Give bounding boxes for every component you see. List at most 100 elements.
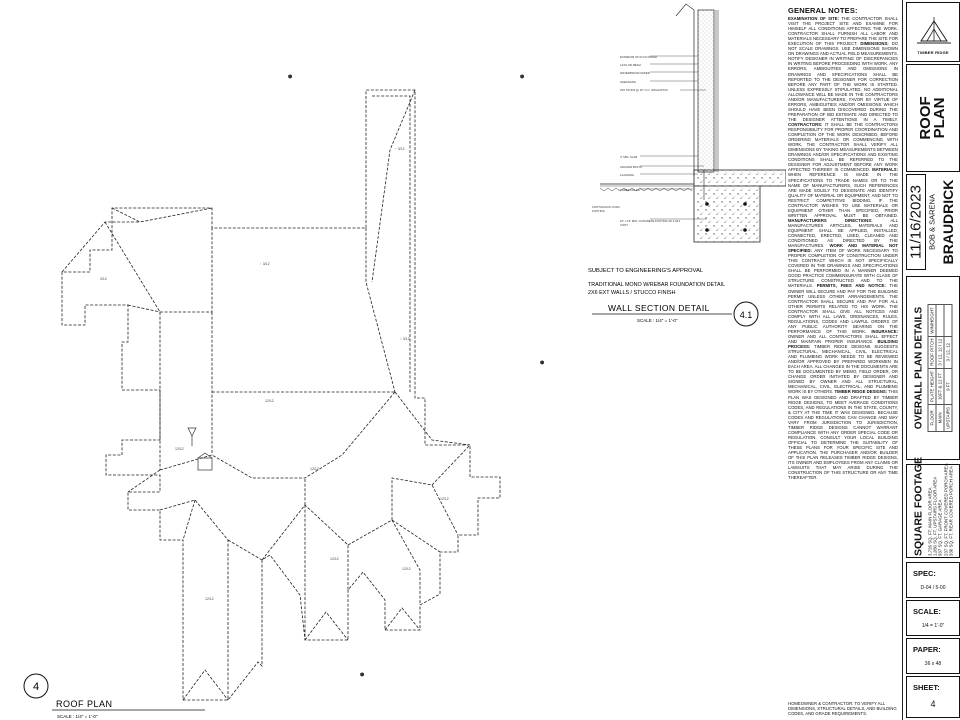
note-label: PERMITS, FEES AND NOTICE: (816, 283, 886, 289)
note-label: EXAMINATION OF SITE: (788, 16, 839, 21)
note-text: IT SHALL BE THE CONTRACTORS RESPONSIBILI… (788, 121, 898, 173)
svg-text:⊕: ⊕ (288, 74, 292, 80)
svg-text:2X6 STUDS @ 16" O.C. INSULATIO: 2X6 STUDS @ 16" O.C. INSULATION (620, 88, 668, 92)
paper-value: 36 x 48 (924, 661, 942, 667)
plan-details-cell: WIN/HEIGHT (928, 304, 936, 337)
roof-plan-detail-number: 4 (33, 681, 39, 693)
plan-details-cell: 3 / 12, 12 / 12 (936, 336, 944, 369)
note-paragraph: DIMENSIONS: DO NOT SCALE DRAWINGS. USE D… (788, 41, 898, 122)
general-notes-body: EXAMINATION OF SITE: THE CONTRACTOR SHAL… (788, 16, 898, 480)
svg-text:CONT: CONT (620, 223, 628, 227)
wall-section-engineering-note: SUBJECT TO ENGINEERING'S APPROVAL (588, 268, 704, 274)
svg-text:12/12: 12/12 (205, 597, 214, 601)
square-footage-box: SQUARE FOOTAGE 3,726 SQ. FT. MAIN FLOOR … (906, 457, 960, 558)
note-label: MANUFACTURERS DIRECTIONS: (788, 217, 873, 223)
svg-text:WATERPROOF PAPER: WATERPROOF PAPER (620, 71, 650, 75)
note-label: DIMENSIONS: (860, 41, 889, 47)
svg-text:LATH OR MESH: LATH OR MESH (620, 63, 641, 67)
plan-details-cell: 10FT & 12 FT (936, 368, 944, 405)
sheet-number: 4 (930, 699, 936, 709)
note-label: MATERIALS: (872, 167, 898, 173)
roof-outline (61, 89, 501, 701)
plan-details-cell: 9 FT (944, 368, 952, 405)
plan-date: 11/16/2023 (907, 185, 925, 259)
slope-labels: ↑ 3/12 ↑ 3/12 ↑ 3/12 3/12 12/12 12/12 12… (100, 147, 449, 601)
svg-text:THREE FILLER: THREE FILLER (620, 188, 640, 192)
note-text: TIMBER RIDGE DESIGNS SUGGESTS STRUCTURAL… (788, 344, 898, 395)
svg-text:12/12: 12/12 (175, 447, 184, 451)
logo-box: TIMBER RIDGE (906, 2, 960, 62)
svg-text:SHEATHING: SHEATHING (620, 80, 636, 84)
note-paragraph: MANUFACTURERS DIRECTIONS: ALL MANUFACTUR… (788, 218, 898, 248)
note-text: THE CONTRACTOR SHALL VISIT THE PROJECT S… (788, 16, 898, 47)
plan-details-title: OVERALL PLAN DETAILS (913, 306, 925, 430)
note-paragraph: BUILDING PROCESS: TIMBER RIDGE DESIGNS S… (788, 339, 898, 394)
svg-text:↑ 3/12: ↑ 3/12 (260, 262, 270, 266)
spec-value: D-04 / 5-00 (920, 585, 946, 591)
svg-text:4" MIN. SLAB: 4" MIN. SLAB (620, 155, 637, 159)
roof-plan-label: 4 ROOF PLAN SCALE : 1/4" = 1'-0" (23, 673, 205, 719)
note-text: THIS PLAN WAS DESIGNED AND DRAFTED BY TI… (788, 389, 898, 481)
svg-text:12/12: 12/12 (265, 399, 274, 403)
plan-details-cell: MAIN (936, 404, 944, 432)
svg-text:⊕: ⊕ (360, 672, 364, 678)
sheet-box: SHEET: 4 (906, 676, 960, 718)
sheet-title-word: PLAN (931, 97, 948, 139)
scale-label: SCALE: (913, 607, 941, 616)
svg-text:ANCHOR BOLTS: ANCHOR BOLTS (620, 165, 642, 169)
note-text: THE OWNER WILL SECURE AND PAY FOR THE BU… (788, 283, 898, 334)
square-footage-line: 336 SQ. FT. REAR COVERED PORCH AREA (948, 466, 954, 556)
svg-text:12/12: 12/12 (402, 567, 411, 571)
note-paragraph: MATERIALS: WHEN REFERENCE IS MADE IN THE… (788, 167, 898, 217)
paper-label: PAPER: (913, 645, 941, 654)
note-label: BUILDING PROCESS: (788, 339, 898, 350)
note-paragraph: EXAMINATION OF SITE: THE CONTRACTOR SHAL… (788, 16, 898, 46)
svg-text:⊕: ⊕ (540, 360, 544, 366)
plan-details-cell (936, 304, 944, 337)
svg-text:12/12: 12/12 (330, 557, 339, 561)
plan-details-cell: UPSTAIRS (944, 404, 952, 432)
plan-details-cell: PLATE HEIGHT (928, 368, 936, 405)
general-notes-title: GENERAL NOTES: (788, 6, 858, 15)
spec-box: SPEC: D-04 / 5-00 (906, 562, 960, 598)
note-label: INSURANCE: (871, 328, 898, 334)
wall-section-detail-bubble (733, 301, 759, 327)
note-text: DO NOT SCALE DRAWINGS. USE DIMENSIONS SH… (788, 41, 898, 122)
note-text: OWNER AND ALL CONTRACTORS SHALL EFFECT A… (788, 333, 898, 344)
wall-section-detail: EXTERIOR STUCCO FINISH LATH OR MESH WATE… (588, 3, 786, 327)
note-text: WHEN REFERENCE IS MADE IN THE SPECIFICAT… (788, 172, 898, 218)
square-footage-title: SQUARE FOOTAGE (912, 457, 925, 556)
note-paragraph: PERMITS, FEES AND NOTICE: THE OWNER WILL… (788, 283, 898, 333)
general-notes: GENERAL NOTES: EXAMINATION OF SITE: THE … (788, 6, 898, 716)
wall-section-caption-2: 2X6 EXT WALLS / STUCCO FINISH (588, 290, 676, 296)
client-last-name: BRAUDRICK (940, 179, 956, 265)
svg-text:3/12: 3/12 (100, 277, 107, 281)
svg-text:↑ 3/12: ↑ 3/12 (400, 337, 410, 341)
wall-section-title: WALL SECTION DETAIL (608, 303, 710, 313)
plan-details-cell: 3 / 12, 12 (944, 336, 952, 369)
roof-plan-drawing: ⊕ ⊕ ⊕ ⊕ ↑ 3/12 ↑ 3/12 ↑ 3/12 3/12 12/12 … (23, 3, 786, 719)
note-label: WORK AND MATERIAL NOT SPECIFIED: (788, 243, 898, 254)
note-paragraph: WORK AND MATERIAL NOT SPECIFIED: ANY ITE… (788, 243, 898, 288)
wall-section-detail-number: 4.1 (740, 310, 753, 320)
paper-box: PAPER: 36 x 48 (906, 638, 960, 674)
general-notes-footer: HOMEOWNER & CONTRACTOR: TO VERIFY ALL DI… (788, 700, 898, 716)
timber-ridge-logo-icon (917, 17, 951, 44)
note-label: TIMBER RIDGE DESIGNS: (834, 389, 888, 395)
vent-symbols: ⊕ ⊕ ⊕ ⊕ (187, 74, 545, 678)
note-text: ANY ITEM OF WORK NECESSARY TO PROPER COM… (788, 248, 898, 289)
roof-plan-detail-bubble (23, 673, 49, 699)
date-box: 11/16/2023 (906, 174, 926, 270)
client-first-names: BOB & SARENA (927, 194, 937, 250)
plan-details-cell: FLOOR (928, 404, 936, 432)
client-name-area: BOB & SARENA BRAUDRICK (928, 174, 960, 270)
svg-text:12/12: 12/12 (440, 497, 449, 501)
logo-text: TIMBER RIDGE (917, 50, 949, 55)
plan-details-cell (944, 304, 952, 337)
